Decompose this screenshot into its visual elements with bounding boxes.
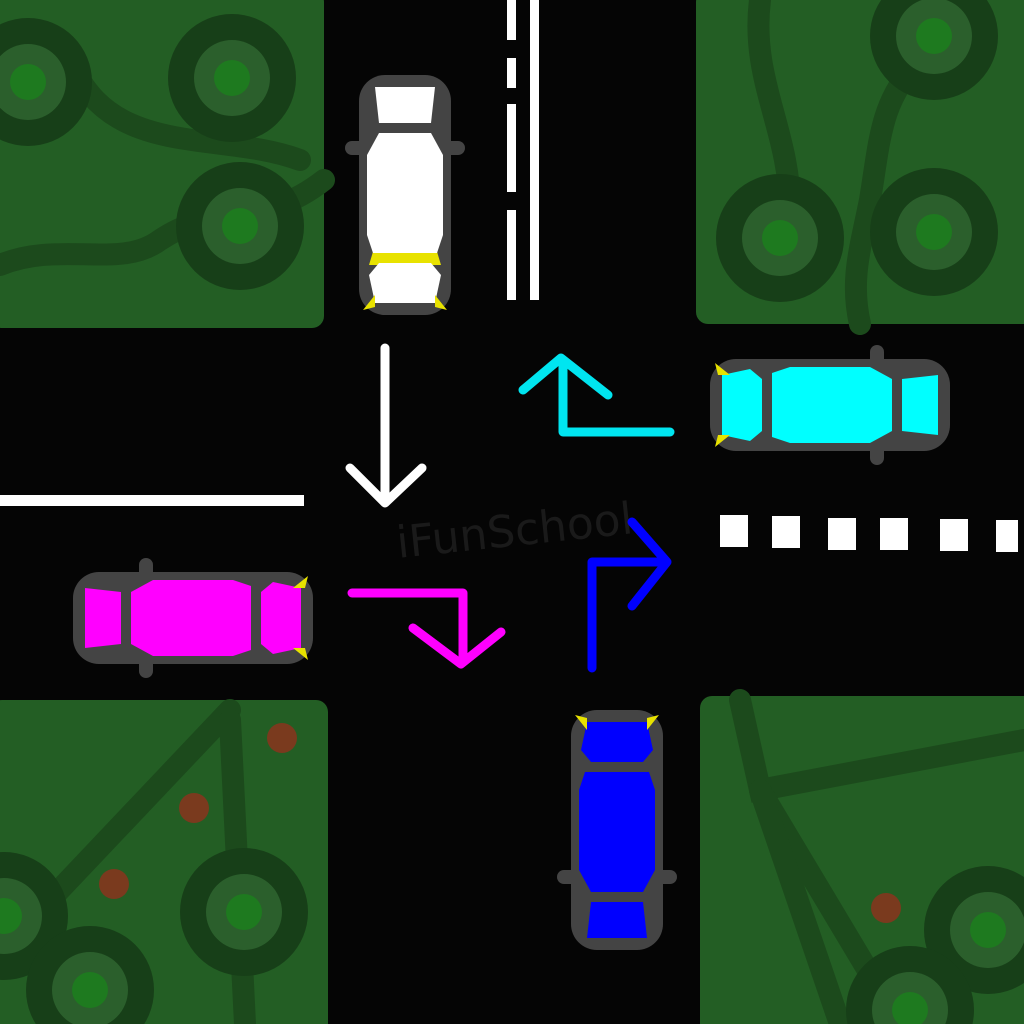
cyan-right-turn-arrow [518, 353, 675, 437]
tree-icon [870, 168, 998, 296]
tree-icon [180, 848, 308, 976]
grass-top-left [0, 0, 335, 328]
flower-icon [871, 893, 901, 923]
flower-icon [99, 869, 129, 899]
blue-car[interactable] [557, 710, 677, 950]
cyan-car[interactable] [710, 345, 950, 465]
white-car[interactable] [345, 75, 465, 315]
lane-markings [0, 0, 1018, 552]
magenta-right-turn-arrow [347, 588, 506, 669]
grass-top-right [696, 0, 1024, 335]
grass-bottom-left [0, 699, 328, 1024]
magenta-car[interactable] [73, 558, 313, 678]
tree-icon [176, 162, 304, 290]
flower-icon [179, 793, 209, 823]
blue-right-turn-arrow [587, 517, 672, 673]
white-straight-arrow [345, 343, 427, 508]
grass-bottom-right [700, 689, 1024, 1024]
tree-icon [168, 14, 296, 142]
flower-icon [267, 723, 297, 753]
tree-icon [716, 174, 844, 302]
